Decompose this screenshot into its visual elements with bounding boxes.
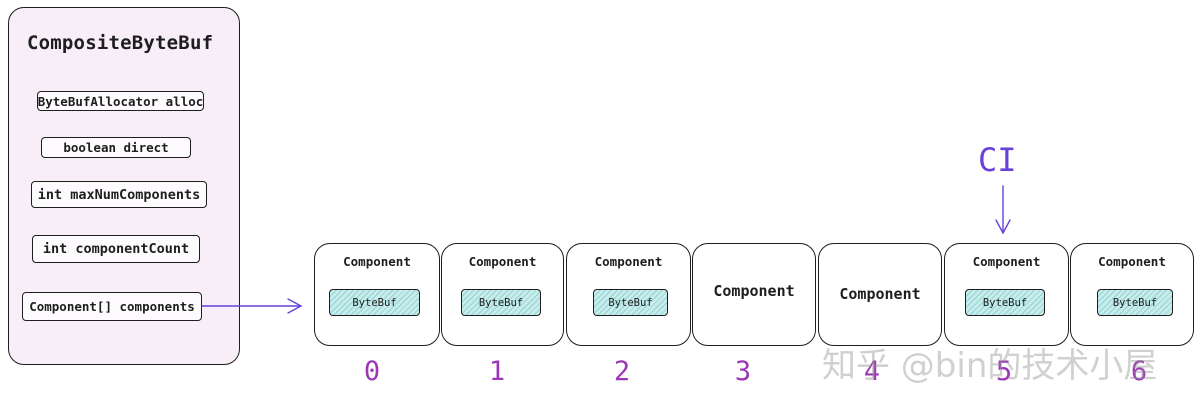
field-allocator: ByteBufAllocator alloc (37, 91, 204, 111)
component-box-2: Component ByteBuf (566, 243, 691, 346)
component-label: Component (594, 254, 663, 269)
index-label-4: 4 (863, 356, 881, 387)
field-component-count: int componentCount (32, 235, 200, 263)
component-label: Component (1098, 254, 1166, 269)
component-label: Component (839, 285, 921, 303)
index-label-3: 3 (734, 356, 752, 387)
composite-bytebuf-title: CompositeByteBuf (27, 32, 214, 54)
field-max-num-components: int maxNumComponents (31, 181, 207, 208)
field-components-array: Component[] components (22, 292, 202, 321)
bytebuf-box: ByteBuf (593, 289, 668, 316)
component-box-5: Component ByteBuf (944, 243, 1069, 346)
component-box-1: Component ByteBuf (441, 243, 564, 346)
bytebuf-box: ByteBuf (1097, 289, 1173, 316)
ci-arrow (995, 185, 1011, 235)
field-direct: boolean direct (41, 137, 191, 158)
index-label-5: 5 (995, 356, 1013, 387)
component-label: Component (713, 282, 795, 300)
component-box-0: Component ByteBuf (314, 243, 440, 346)
index-label-2: 2 (613, 356, 631, 387)
component-box-3: Component (692, 243, 816, 346)
bytebuf-box: ByteBuf (461, 289, 541, 316)
index-label-1: 1 (488, 356, 506, 387)
watermark: 知乎 @bin的技术小屋 (822, 346, 1158, 386)
index-label-6: 6 (1130, 356, 1148, 387)
components-arrow (201, 298, 303, 314)
index-label-0: 0 (363, 356, 381, 387)
component-label: Component (468, 254, 537, 269)
component-box-4: Component (818, 243, 942, 346)
bytebuf-box: ByteBuf (965, 289, 1045, 316)
ci-pointer-label: CI (978, 141, 1017, 179)
component-label: Component (972, 254, 1041, 269)
bytebuf-box: ByteBuf (329, 289, 420, 316)
component-label: Component (343, 254, 411, 269)
component-box-6: Component ByteBuf (1070, 243, 1194, 346)
